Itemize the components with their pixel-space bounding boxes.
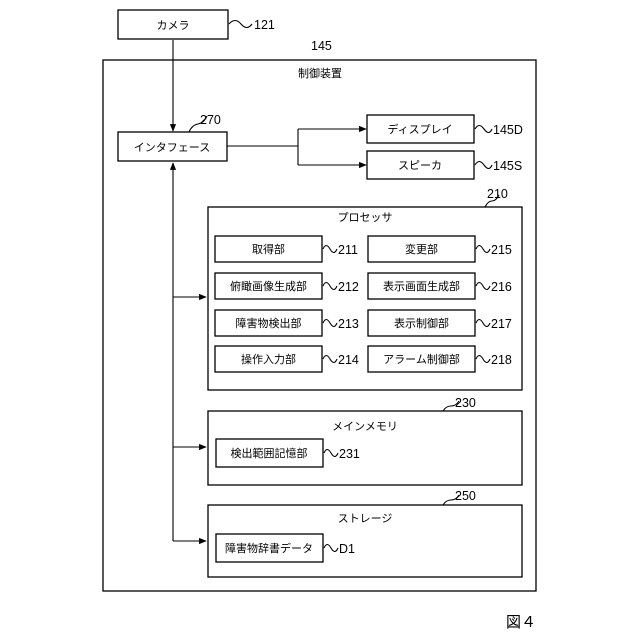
controller-label: 制御装置 — [298, 66, 342, 80]
obstacle-dictionary-data-block: 障害物辞書データ — [216, 534, 323, 562]
module-ref: 211 — [338, 243, 358, 257]
leader-line — [475, 162, 492, 169]
obstacle-dictionary-data-label: 障害物辞書データ — [225, 541, 313, 555]
obstacle-dictionary-data-ref: D1 — [339, 542, 355, 556]
interface-block: インタフェース — [118, 132, 227, 161]
main-memory-label: メインメモリ — [332, 420, 398, 433]
controller-ref: 145 — [311, 39, 332, 53]
module-ref: 215 — [491, 243, 512, 257]
module-ref: 214 — [338, 353, 359, 367]
module-label: 変更部 — [405, 242, 438, 256]
module-label: 操作入力部 — [241, 352, 296, 366]
detection-range-storage-block: 検出範囲記憶部 — [216, 439, 323, 467]
speaker-ref: 145S — [493, 159, 522, 173]
storage-label: ストレージ — [338, 512, 393, 525]
module-ref: 217 — [491, 317, 512, 331]
main-memory-ref: 230 — [455, 396, 476, 410]
module-ref: 212 — [338, 280, 359, 294]
display-block: ディスプレイ — [367, 115, 474, 143]
display-ref: 145D — [493, 123, 523, 137]
figure-label: 図４ — [506, 613, 536, 631]
display-label: ディスプレイ — [387, 122, 452, 136]
module-label: アラーム制御部 — [383, 352, 460, 366]
speaker-block: スピーカ — [367, 151, 474, 179]
module-ref: 216 — [491, 280, 512, 294]
camera-ref: 121 — [254, 18, 275, 32]
module-label: 表示画面生成部 — [383, 279, 460, 293]
module-label: 表示制御部 — [394, 316, 449, 330]
module-label: 障害物検出部 — [236, 316, 302, 330]
processor-ref: 210 — [487, 187, 508, 201]
module-ref: 213 — [338, 317, 359, 331]
storage-ref: 250 — [455, 489, 476, 503]
leader-line — [229, 21, 252, 28]
camera-label: カメラ — [157, 19, 190, 32]
detection-range-storage-label: 検出範囲記憶部 — [231, 446, 308, 460]
module-label: 俯瞰画像生成部 — [230, 279, 307, 293]
interface-label: インタフェース — [134, 141, 210, 154]
leader-line — [475, 126, 492, 133]
interface-ref: 270 — [200, 113, 221, 127]
module-label: 取得部 — [252, 242, 285, 256]
speaker-label: スピーカ — [398, 159, 442, 172]
detection-range-storage-ref: 231 — [339, 447, 360, 461]
processor-label: プロセッサ — [338, 211, 393, 224]
module-ref: 218 — [491, 353, 512, 367]
camera-block: カメラ — [118, 10, 228, 39]
